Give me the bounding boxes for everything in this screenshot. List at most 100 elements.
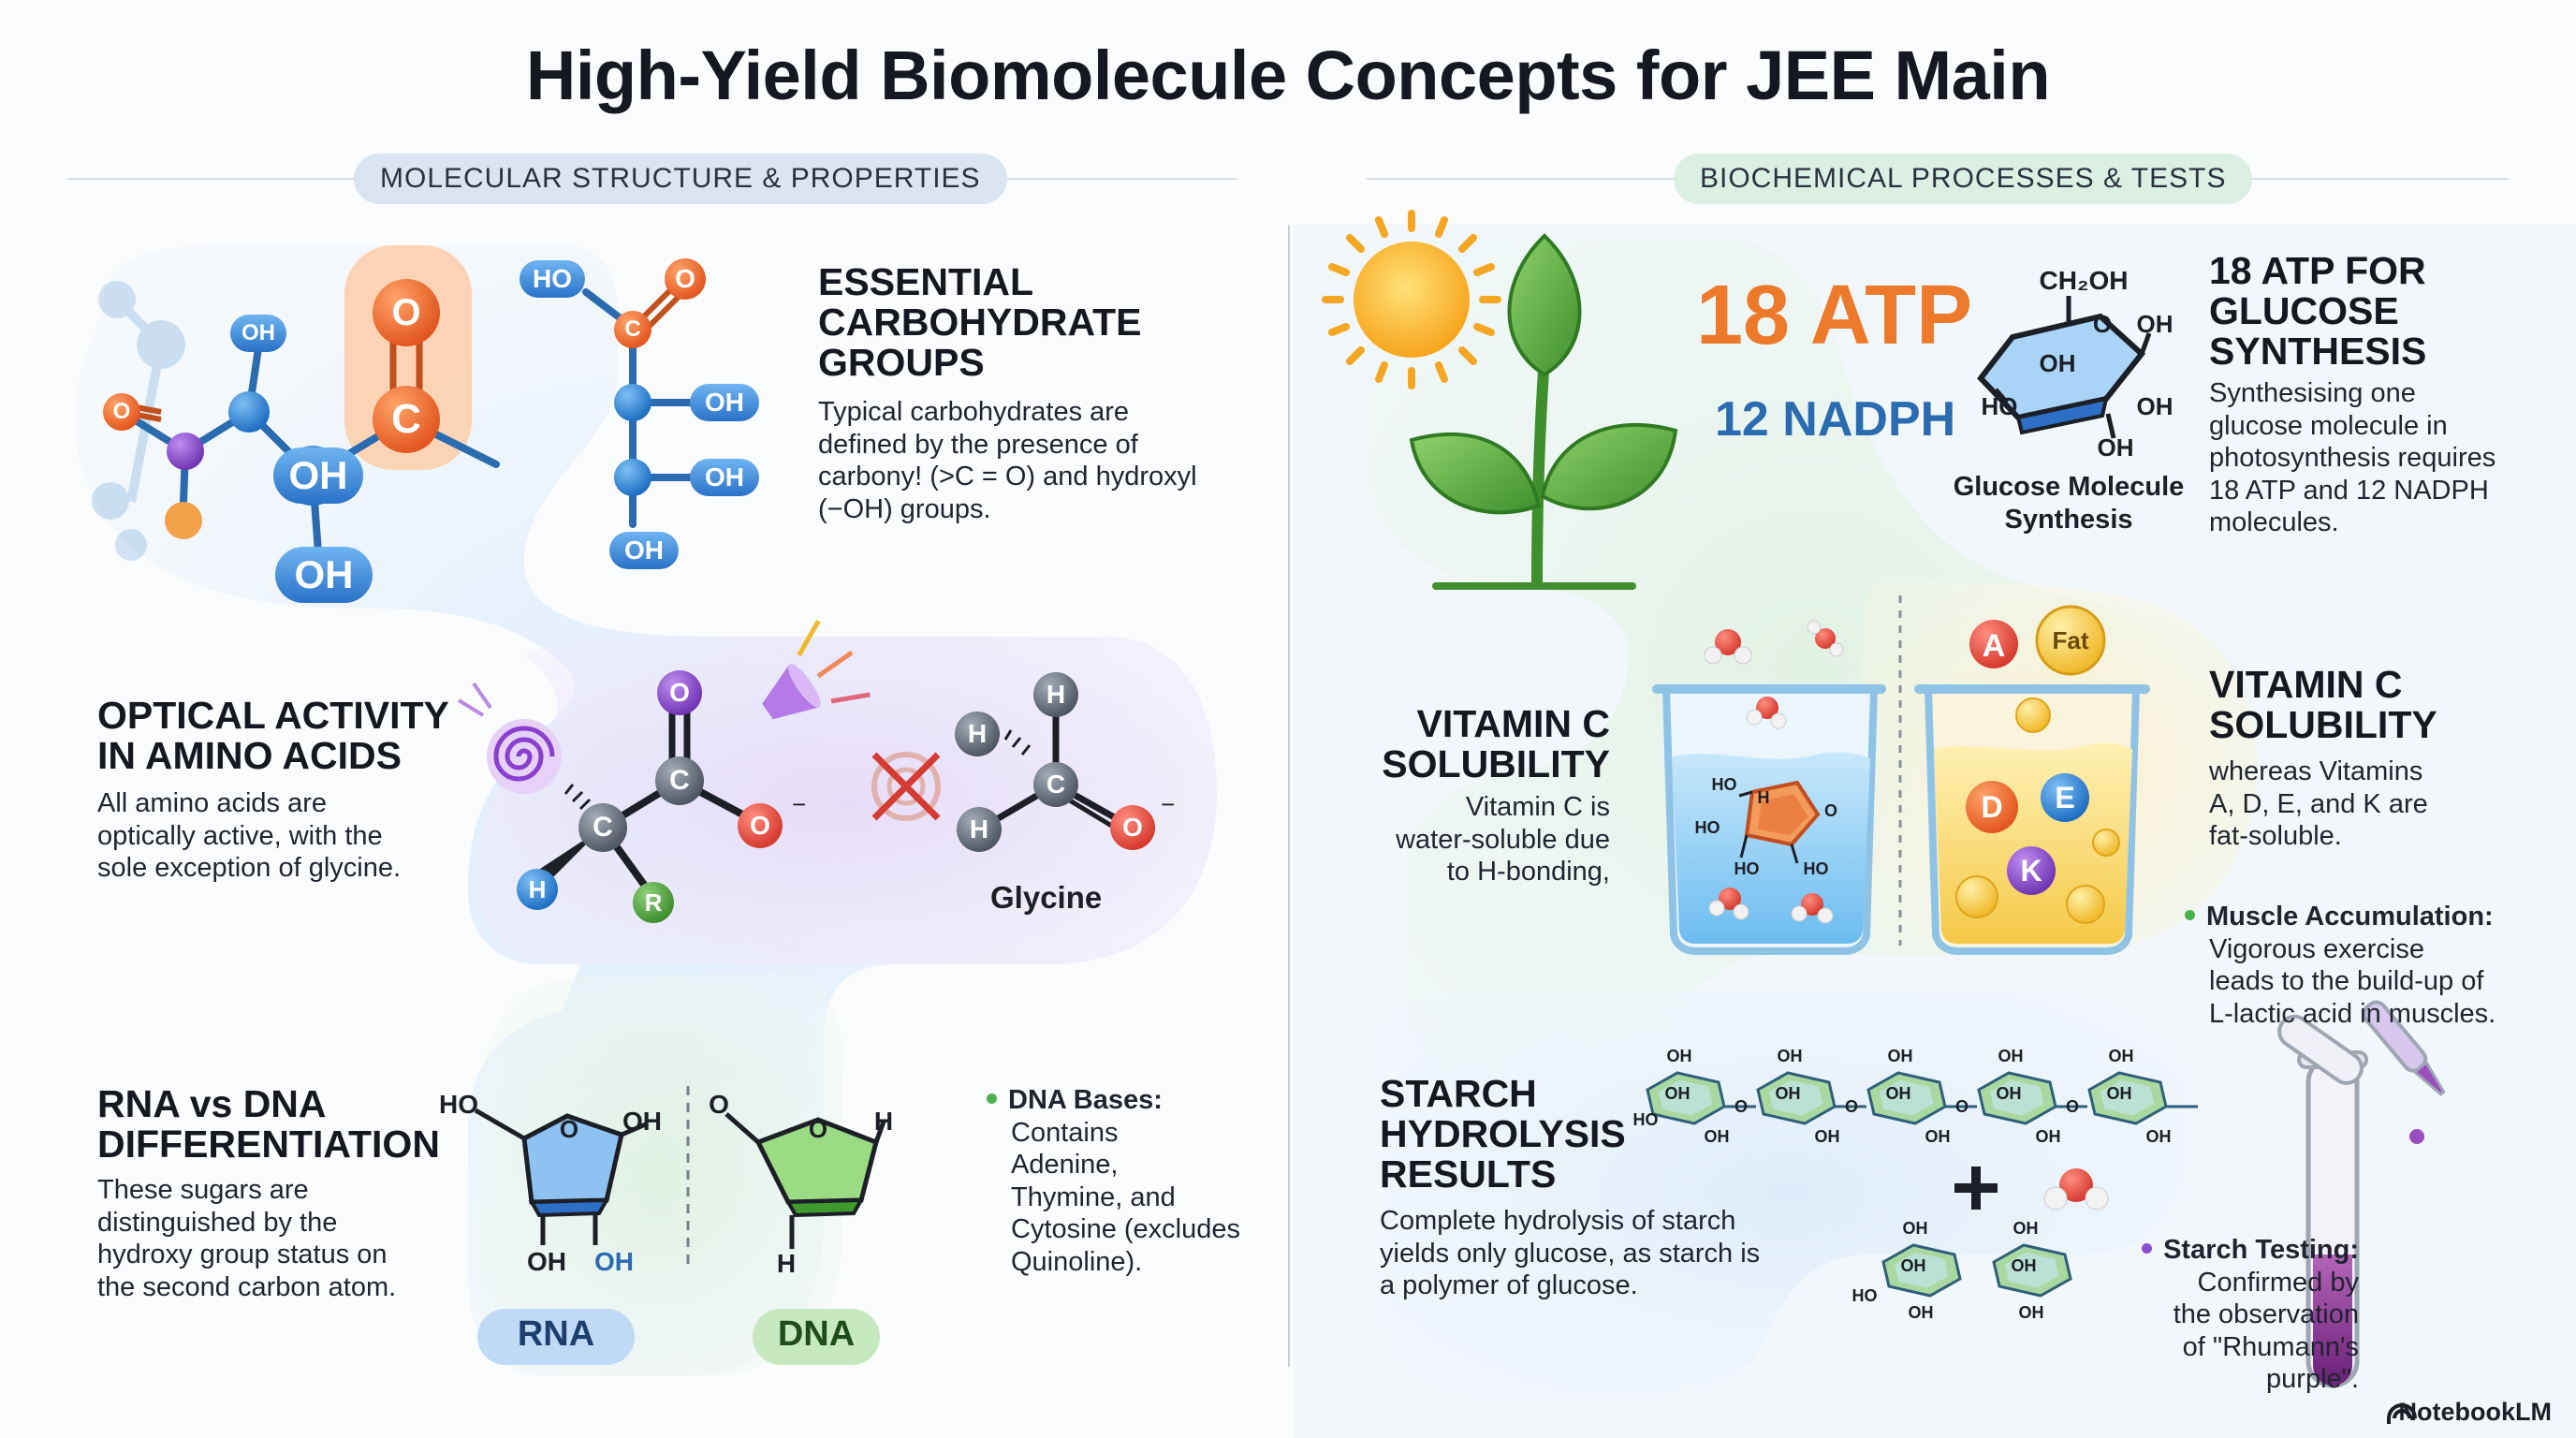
atom-label: OH	[2109, 1047, 2134, 1065]
atom-label: OH	[1998, 1047, 2024, 1065]
atom-label: Fat	[2052, 626, 2089, 654]
atom-label: HO	[1734, 859, 1760, 878]
atom-label: OH	[1815, 1127, 1840, 1146]
atom-label: O	[2066, 1097, 2079, 1116]
atom-label: D	[1981, 790, 2003, 824]
atom-label: OH	[2136, 392, 2174, 420]
dna-bases-note: DNA Bases: Contains Adenine, Thymine, an…	[987, 1084, 1240, 1278]
section-label-left: MOLECULAR STRUCTURE & PROPERTIES	[354, 154, 1007, 204]
atom-label: OH	[594, 1247, 634, 1276]
bullet-icon	[2185, 909, 2195, 920]
section-label-right: BIOCHEMICAL PROCESSES & TESTS	[1674, 154, 2253, 204]
atom-label: OH	[1997, 1084, 2022, 1103]
rna-label: RNA	[517, 1314, 595, 1354]
chiral-amino-acid-illustration: −	[457, 620, 871, 923]
atom-label: OH	[2146, 1127, 2172, 1146]
atom-label: OH	[1901, 1256, 1926, 1275]
atom-label: OH	[1903, 1219, 1928, 1238]
atom-label: OH	[527, 1247, 566, 1276]
atom-label: O	[391, 292, 421, 333]
glucose-unit-highlight	[1659, 1079, 1713, 1116]
notebooklm-logo-icon	[2387, 1403, 2417, 1424]
polarized-light-icon	[762, 620, 871, 720]
glycine-illustration: −	[871, 672, 1175, 852]
atom-label: HO	[1852, 1286, 1878, 1305]
atom-label: OH	[1778, 1047, 1803, 1065]
atom-label: OH	[2013, 1219, 2039, 1238]
not-optically-active-icon	[871, 752, 941, 821]
atom-label: OH	[1705, 1127, 1730, 1146]
ribose-sugar-illustration	[474, 1108, 649, 1245]
notebooklm-logo: NotebookLM	[2398, 1398, 2552, 1426]
dropper-icon	[2277, 1000, 2446, 1144]
atp-value: 18 ATP	[1696, 269, 1973, 362]
atom-label: H	[969, 814, 989, 844]
atom-label: OH	[2107, 1084, 2132, 1103]
muscle-accumulation-note: Muscle Accumulation: Vigorous exercise l…	[2185, 901, 2496, 1030]
atom-label: HO	[1711, 775, 1737, 794]
glucose-unit-highlight	[1990, 1079, 2044, 1116]
atom-label: O	[1122, 813, 1143, 842]
atom-label: H	[967, 719, 988, 748]
water-molecule-icon	[2043, 1168, 2109, 1211]
atom-label: H	[1757, 788, 1770, 807]
fat-beaker-illustration	[1914, 605, 2150, 955]
bullet-icon	[2142, 1242, 2153, 1254]
atom-label: K	[2020, 854, 2042, 888]
atom-label: OH	[622, 1107, 662, 1136]
glycine-label: Glycine	[990, 880, 1103, 915]
atom-label: C	[669, 765, 690, 796]
atom-label: O	[669, 678, 690, 707]
atom-label: OH	[2019, 1303, 2044, 1322]
atom-label: OH	[2039, 349, 2076, 377]
atom-label: E	[2055, 781, 2075, 814]
atom-label: H	[776, 1249, 797, 1278]
atom-label: H	[528, 875, 547, 903]
sun-icon	[1322, 210, 1501, 389]
svg-text:−: −	[792, 790, 806, 818]
atom-label: O	[112, 399, 131, 424]
atom-label: C	[391, 396, 421, 442]
glucose-unit-highlight	[2100, 1079, 2155, 1116]
atom-label: O	[1823, 801, 1838, 820]
atom-label: O	[709, 1090, 729, 1119]
atom-label: O	[559, 1115, 579, 1143]
glucose-unit-highlight	[1895, 1252, 1949, 1288]
atom-label: OH	[2097, 433, 2134, 462]
atom-label: C	[1046, 770, 1066, 799]
plant-icon	[1409, 233, 1678, 590]
bullet-icon	[987, 1093, 997, 1104]
atom-label: OH	[690, 459, 759, 496]
dna-label: DNA	[777, 1314, 856, 1354]
atom-label: O	[675, 264, 695, 293]
atom-label: OH	[230, 315, 286, 352]
atom-label: HO	[439, 1090, 478, 1119]
carbohydrate-molecule-illustration	[92, 245, 500, 561]
atom-label: OH	[2136, 310, 2174, 338]
plus-icon	[1954, 1167, 1998, 1210]
atom-label: OH	[1776, 1084, 1801, 1103]
atom-label: O	[1845, 1097, 1858, 1116]
water-beaker-illustration	[1652, 620, 1886, 955]
carbohydrate-chain-illustration	[582, 258, 706, 528]
atom-label: OH	[1886, 1084, 1911, 1103]
atom-label: HO	[1694, 818, 1720, 837]
glucose-ring-illustration	[1977, 296, 2152, 439]
atom-label: HO	[520, 260, 585, 298]
atom-label: C	[624, 316, 641, 342]
glucose-unit-highlight	[1880, 1079, 1934, 1116]
